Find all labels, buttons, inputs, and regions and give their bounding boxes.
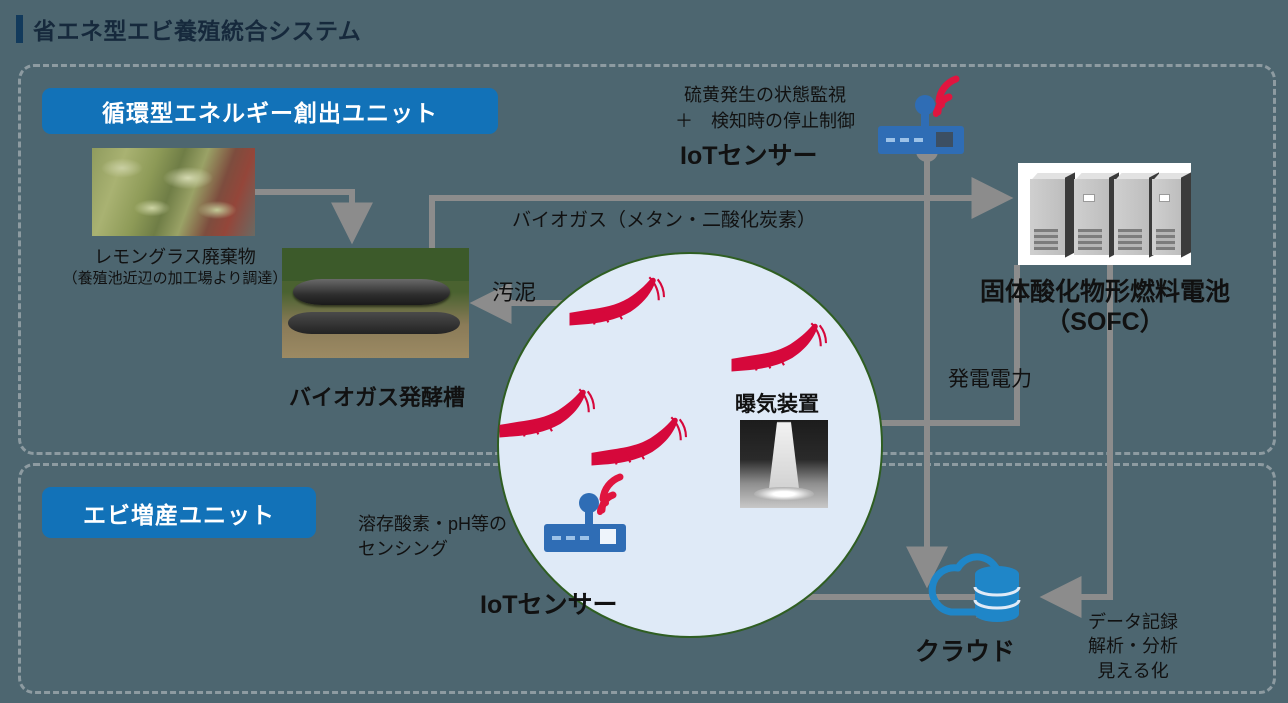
shrimp-group	[499, 276, 828, 466]
iot-bottom-description: 溶存酸素・pH等の センシング	[358, 512, 558, 562]
server-rack-icon	[1030, 172, 1075, 258]
iot-bottom-label: IoTセンサー	[480, 591, 618, 619]
wifi-sensor-icon	[868, 74, 964, 164]
sofc-rack-image	[1018, 163, 1191, 265]
page-title-text: 省エネ型エビ養殖統合システム	[33, 18, 362, 44]
biogas-flow-label: バイオガス（メタン・二酸化炭素）	[512, 210, 817, 231]
data-flow-line1: データ記録	[1088, 612, 1178, 632]
server-rack-icon	[1152, 172, 1191, 258]
shrimp-unit-label: エビ増産ユニット	[42, 487, 316, 538]
lemongrass-waste-photo	[92, 148, 255, 236]
title-accent-bar	[16, 15, 23, 43]
aerator-caption: 曝気装置	[735, 393, 819, 416]
energy-unit-label: 循環型エネルギー創出ユニット	[42, 88, 498, 134]
server-rack-icon	[1114, 172, 1159, 258]
iot-bottom-desc-line1: 溶存酸素・pH等の	[358, 514, 508, 534]
data-flow-line3: 見える化	[1097, 660, 1169, 681]
iot-top-description: 硫黄発生の状態監視 ＋ 検知時の停止制御	[650, 82, 880, 134]
sofc-caption-line1: 固体酸化物形燃料電池	[979, 278, 1230, 306]
iot-bottom-desc-line2: センシング	[358, 539, 448, 560]
lemongrass-caption-line2: （養殖池近辺の加工場より調達）	[62, 270, 288, 288]
power-flow-label: 発電電力	[948, 368, 1032, 391]
digester-caption: バイオガス発酵槽	[288, 385, 465, 410]
sludge-flow-label: 汚泥	[492, 280, 537, 305]
iot-top-label: IoTセンサー	[680, 142, 818, 170]
data-flow-label: データ記録 解析・分析 見える化	[1073, 610, 1193, 683]
page-title: 省エネ型エビ養殖統合システム	[16, 12, 361, 46]
lemongrass-caption-line1: レモングラス廃棄物	[94, 247, 256, 267]
lemongrass-caption: レモングラス廃棄物 （養殖池近辺の加工場より調達）	[46, 245, 304, 290]
data-flow-line2: 解析・分析	[1088, 636, 1178, 657]
sofc-caption-line2: （SOFC）	[1045, 307, 1165, 336]
iot-top-desc-line2: ＋ 検知時の停止制御	[675, 111, 855, 132]
sofc-caption: 固体酸化物形燃料電池 （SOFC）	[940, 278, 1270, 337]
cloud-database-icon	[925, 540, 1033, 626]
server-rack-icon	[1074, 172, 1119, 258]
aeration-device-photo	[740, 420, 828, 508]
iot-top-desc-line1: 硫黄発生の状態監視	[684, 85, 846, 105]
cloud-caption: クラウド	[915, 638, 1016, 666]
biogas-digester-photo	[282, 248, 469, 358]
wifi-sensor-icon	[540, 472, 636, 562]
